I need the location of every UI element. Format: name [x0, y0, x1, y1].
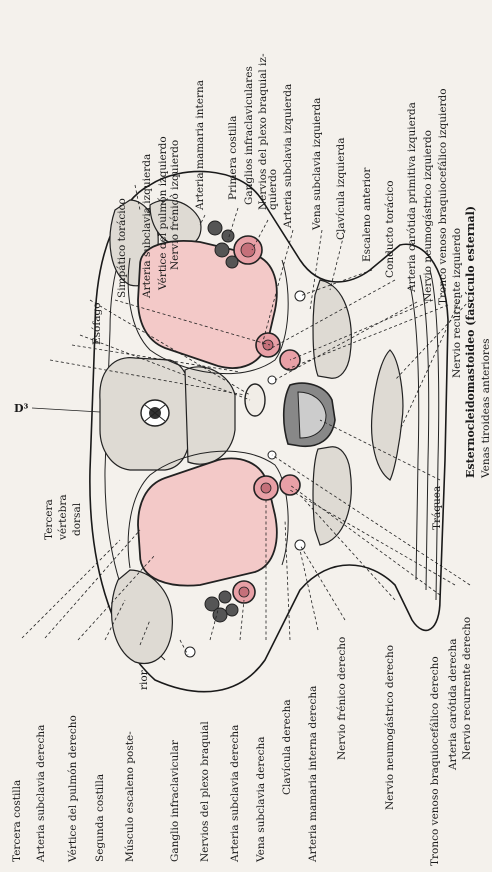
label-tercera-vertebra-1: Tercera — [43, 499, 55, 540]
label-vena-subclavia-derecha: Vena subclavia derecha — [255, 736, 267, 863]
label-esternocleidomastoideo: Esternocleidomastoideo (fascículo estern… — [464, 206, 477, 478]
label-musculo-escaleno-posterior: Músculo escaleno poste- — [124, 731, 136, 862]
label-nervio-frenico-derecho: Nervio frénico derecho — [336, 637, 348, 760]
label-tercera-costilla: Tercera costilla — [11, 780, 23, 862]
label-arteria-carotida-primitiva-izquierda: Arteria carótida primitiva izquierda — [406, 102, 418, 293]
esophagus — [245, 384, 265, 416]
label-vertice-pulmon-izquierdo: Vértice del pulmón izquierdo — [157, 136, 169, 291]
labels-vertebra: D³ Tercera vértebra dorsal — [14, 402, 83, 541]
label-arteria-mamaria-interna: Arteria mamaria interna — [194, 80, 206, 211]
label-nervio-recurrente-derecho: Nervio recurrente derecho — [461, 617, 473, 760]
label-vertice-pulmon-derecho: Vértice del pulmón derecho — [67, 715, 79, 863]
label-tercera-vertebra-3: dorsal — [71, 502, 83, 536]
label-nervios-plexo-braquial-izq-2: quierdo — [267, 169, 279, 210]
label-nervio-frenico-izquierdo: Nervio frénico izquierdo — [169, 140, 181, 270]
label-tronco-venoso-braquiocefalico-derecho: Tronco venoso braquiocefálico derecho — [429, 656, 441, 866]
label-clavicula-derecha: Clavícula derecha — [281, 699, 293, 795]
label-nervio-neumogastrico-izquierdo: Nervio neumogástrico izquierdo — [422, 130, 434, 302]
label-simpatico-toracico: Simpático torácico — [116, 198, 128, 298]
label-nervios-plexo-braquial: Nervios del plexo braquial — [199, 721, 211, 862]
label-tronco-venoso-braquiocefalico-izquierdo: Tronco venoso braquiocefálico izquierdo — [437, 88, 449, 305]
label-escaleno-anterior: Escaleno anterior — [361, 167, 373, 262]
label-nervio-recurrente-izquierdo: Nervio recurrente izquierdo — [451, 228, 463, 378]
label-arteria-mamaria-interna-derecha: Arteria mamaria interna derecha — [307, 686, 319, 863]
label-ganglios-infraclaviculares: Ganglios infraclaviculares — [243, 66, 255, 205]
label-segunda-costilla: Segunda costilla — [94, 774, 106, 862]
trachea — [284, 383, 335, 446]
label-arteria-subclavia-izquierda-top: Arteria subclavia izquierda — [282, 84, 294, 229]
label-esofago: Esófago — [91, 302, 103, 345]
label-arteria-subclavia-derecha-b: Arteria subclavia derecha — [229, 725, 241, 863]
label-traquea: Tráquea — [431, 486, 443, 530]
label-vena-subclavia-izquierda: Vena subclavia izquierda — [311, 98, 323, 231]
label-d3: D³ — [14, 402, 29, 415]
label-primera-costilla: Primera costilla — [227, 116, 239, 200]
right-lung-apex — [128, 451, 288, 586]
label-arteria-carotida-derecha: Arteria carótida derecha — [447, 639, 459, 771]
label-arteria-subclavia-izquierda: Arteria subclavia izquierda — [141, 154, 153, 299]
label-ganglio-infraclavicular: Ganglio infraclavicular — [169, 739, 181, 862]
label-arteria-subclavia-derecha: Arteria subclavia derecha — [35, 725, 47, 863]
right-side-muscles-bottom — [112, 570, 173, 664]
label-venas-tiroideas-anteriores: Venas tiroideas anteriores — [480, 338, 492, 479]
label-tercera-vertebra-2: vértebra — [57, 494, 69, 541]
label-conducto-toracico: Conducto torácico — [384, 180, 396, 278]
label-nervio-neumogastrico-derecho: Nervio neumogástrico derecho — [384, 645, 396, 810]
label-musculo-escaleno-posterior-2: rior — [138, 669, 150, 690]
label-clavicula-izquierda: Clavícula izquierda — [335, 138, 347, 241]
